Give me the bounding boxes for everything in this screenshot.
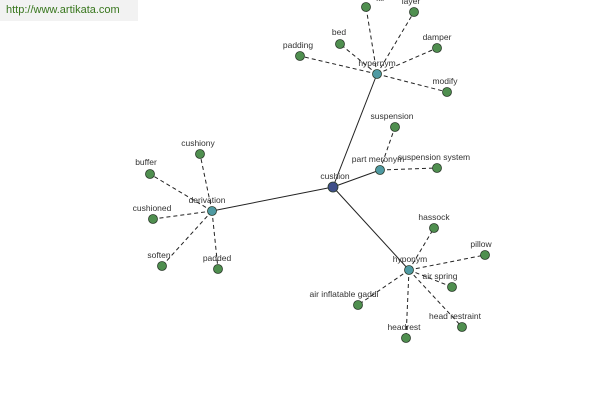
edge-hyponym-headrest bbox=[405, 269, 410, 339]
leaf-label-head-restraint: head restraint bbox=[429, 311, 482, 321]
relation-label-hypernym: hypernym bbox=[358, 58, 395, 68]
leaf-node-cushioned[interactable] bbox=[148, 214, 158, 224]
leaf-label-bed: bed bbox=[332, 27, 346, 37]
relation-node-hyponym[interactable] bbox=[404, 265, 414, 275]
leaf-node-modify[interactable] bbox=[442, 87, 452, 97]
relation-label-part-meronym: part meronym bbox=[352, 154, 404, 164]
edge-hypernym-modify bbox=[376, 73, 448, 93]
leaf-node-padding[interactable] bbox=[295, 51, 305, 61]
edge-hypernym-bed bbox=[339, 43, 378, 75]
leaf-label-cushioned: cushioned bbox=[133, 203, 172, 213]
leaf-label-cushiony: cushiony bbox=[181, 138, 215, 148]
leaf-node-damper[interactable] bbox=[432, 43, 442, 53]
edge-center-hyponym bbox=[332, 186, 410, 271]
edge-derivation-cushiony bbox=[199, 153, 213, 212]
leaf-node-cushiony[interactable] bbox=[195, 149, 205, 159]
leaf-label-headrest: headrest bbox=[387, 322, 421, 332]
leaf-label-buffer: buffer bbox=[135, 157, 157, 167]
leaf-node-head-restraint[interactable] bbox=[457, 322, 467, 332]
leaf-label-fill: fill bbox=[376, 0, 384, 3]
edge-center-part-meronym bbox=[332, 169, 381, 188]
leaf-label-hassock: hassock bbox=[418, 212, 450, 222]
leaf-node-fill[interactable] bbox=[361, 2, 371, 12]
center-node-cushion[interactable] bbox=[327, 181, 339, 193]
leaf-node-air-inflatable-gaddi[interactable] bbox=[353, 300, 363, 310]
leaf-node-buffer[interactable] bbox=[145, 169, 155, 179]
edge-part-meronym-suspension-system bbox=[379, 167, 438, 171]
leaf-label-modify: modify bbox=[432, 76, 458, 86]
relation-label-derivation: derivation bbox=[189, 195, 226, 205]
edge-derivation-soften bbox=[161, 210, 213, 267]
leaf-label-air-spring: air spring bbox=[423, 271, 458, 281]
edge-derivation-cushioned bbox=[152, 210, 213, 220]
leaf-node-bed[interactable] bbox=[335, 39, 345, 49]
edges bbox=[149, 6, 486, 339]
edge-hyponym-air-inflatable-gaddi bbox=[357, 269, 410, 306]
leaf-node-suspension[interactable] bbox=[390, 122, 400, 132]
labels: padding bed damper modify layer fill hypernym s… bbox=[133, 0, 493, 332]
leaf-label-padding: padding bbox=[283, 40, 314, 50]
leaf-label-layer: layer bbox=[402, 0, 421, 6]
edge-part-meronym-suspension bbox=[379, 126, 396, 171]
leaf-node-headrest[interactable] bbox=[401, 333, 411, 343]
leaf-node-suspension-system[interactable] bbox=[432, 163, 442, 173]
leaf-node-layer[interactable] bbox=[409, 7, 419, 17]
edge-hypernym-damper bbox=[376, 47, 438, 75]
edge-hypernym-fill bbox=[365, 6, 378, 75]
relation-node-derivation[interactable] bbox=[207, 206, 217, 216]
leaf-node-air-spring[interactable] bbox=[447, 282, 457, 292]
leaf-label-suspension: suspension bbox=[370, 111, 413, 121]
leaf-label-soften: soften bbox=[147, 250, 170, 260]
edge-hyponym-hassock bbox=[408, 227, 435, 271]
edge-center-derivation bbox=[211, 186, 334, 212]
edge-hyponym-pillow bbox=[408, 254, 486, 271]
relation-node-part-meronym[interactable] bbox=[375, 165, 385, 175]
leaf-label-padded: padded bbox=[203, 253, 232, 263]
leaf-node-soften[interactable] bbox=[157, 261, 167, 271]
leaf-label-damper: damper bbox=[423, 32, 452, 42]
edge-hyponym-air-spring bbox=[408, 269, 453, 288]
leaf-label-suspension-system: suspension system bbox=[398, 152, 470, 162]
leaf-node-pillow[interactable] bbox=[480, 250, 490, 260]
edge-hypernym-padding bbox=[299, 55, 378, 75]
edge-hypernym-layer bbox=[376, 11, 415, 75]
edge-hyponym-head-restraint bbox=[408, 269, 463, 328]
leaf-node-hassock[interactable] bbox=[429, 223, 439, 233]
leaf-label-pillow: pillow bbox=[470, 239, 492, 249]
nodes bbox=[145, 2, 490, 343]
center-label-cushion: cushion bbox=[320, 171, 350, 181]
edge-derivation-padded bbox=[211, 210, 219, 270]
relation-label-hyponym: hyponym bbox=[393, 254, 428, 264]
edge-derivation-buffer bbox=[149, 173, 213, 212]
leaf-node-padded[interactable] bbox=[213, 264, 223, 274]
relation-node-hypernym[interactable] bbox=[372, 69, 382, 79]
watermark-url[interactable]: http://www.artikata.com bbox=[0, 0, 138, 21]
edge-center-hypernym bbox=[332, 73, 378, 188]
leaf-label-air-inflatable-gaddi: air inflatable gaddi bbox=[310, 289, 379, 299]
